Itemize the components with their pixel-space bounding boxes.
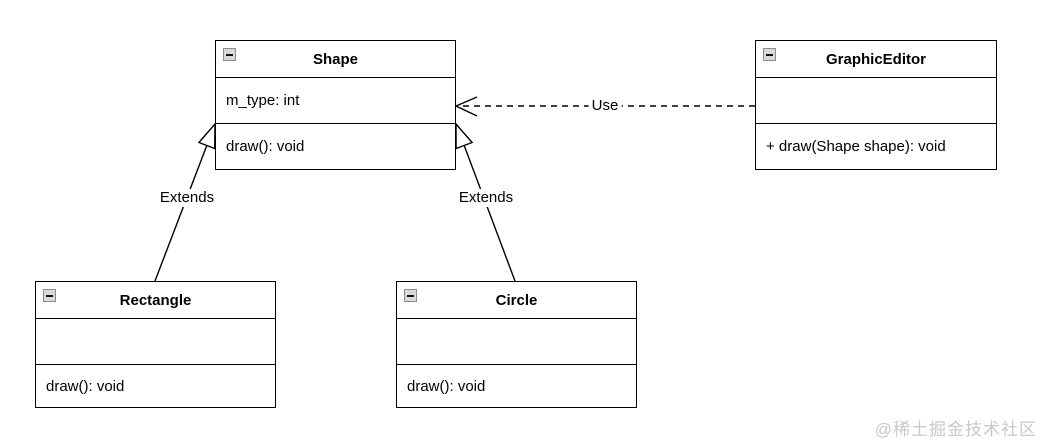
generalization-edge-circle[interactable] (455, 122, 516, 282)
class-attributes-section: m_type: int (216, 78, 455, 124)
class-title: Circle (495, 291, 538, 309)
collapse-minus-icon[interactable] (43, 289, 56, 302)
collapse-minus-icon[interactable] (763, 48, 776, 61)
class-title: GraphicEditor (825, 50, 926, 68)
class-method: draw(): void (407, 377, 486, 395)
open-arrowhead-icon (454, 96, 478, 117)
collapse-minus-icon[interactable] (223, 48, 236, 61)
hollow-triangle-arrowhead-icon (197, 122, 216, 150)
class-box-rectangle[interactable]: Rectangle draw(): void (35, 281, 276, 408)
class-title: Rectangle (119, 291, 192, 309)
class-attributes-section (36, 319, 275, 365)
class-method: + draw(Shape shape): void (766, 138, 946, 155)
class-methods-section: draw(): void (397, 365, 636, 407)
class-header: GraphicEditor (756, 41, 996, 78)
class-methods-section: draw(): void (36, 365, 275, 407)
collapse-minus-icon[interactable] (404, 289, 417, 302)
class-header: Shape (216, 41, 455, 78)
class-attributes-section (397, 319, 636, 365)
class-attributes-section (756, 78, 996, 124)
watermark-text: @稀土掘金技术社区 (874, 420, 1037, 439)
class-methods-section: draw(): void (216, 124, 455, 169)
hollow-triangle-arrowhead-icon (455, 122, 474, 150)
class-title: Shape (312, 50, 358, 68)
class-attribute: m_type: int (226, 92, 300, 109)
edge-label-extends-right: Extends (455, 189, 517, 207)
class-method: draw(): void (226, 138, 305, 155)
edge-label-extends-left: Extends (156, 189, 218, 207)
generalization-edge-rectangle[interactable] (154, 122, 216, 282)
class-box-circle[interactable]: Circle draw(): void (396, 281, 637, 408)
edge-label-use: Use (588, 97, 622, 115)
class-box-graphiceditor[interactable]: GraphicEditor + draw(Shape shape): void (755, 40, 997, 170)
class-box-shape[interactable]: Shape m_type: int draw(): void (215, 40, 456, 170)
class-methods-section: + draw(Shape shape): void (756, 124, 996, 169)
class-header: Circle (397, 282, 636, 319)
class-header: Rectangle (36, 282, 275, 319)
class-method: draw(): void (46, 377, 125, 395)
